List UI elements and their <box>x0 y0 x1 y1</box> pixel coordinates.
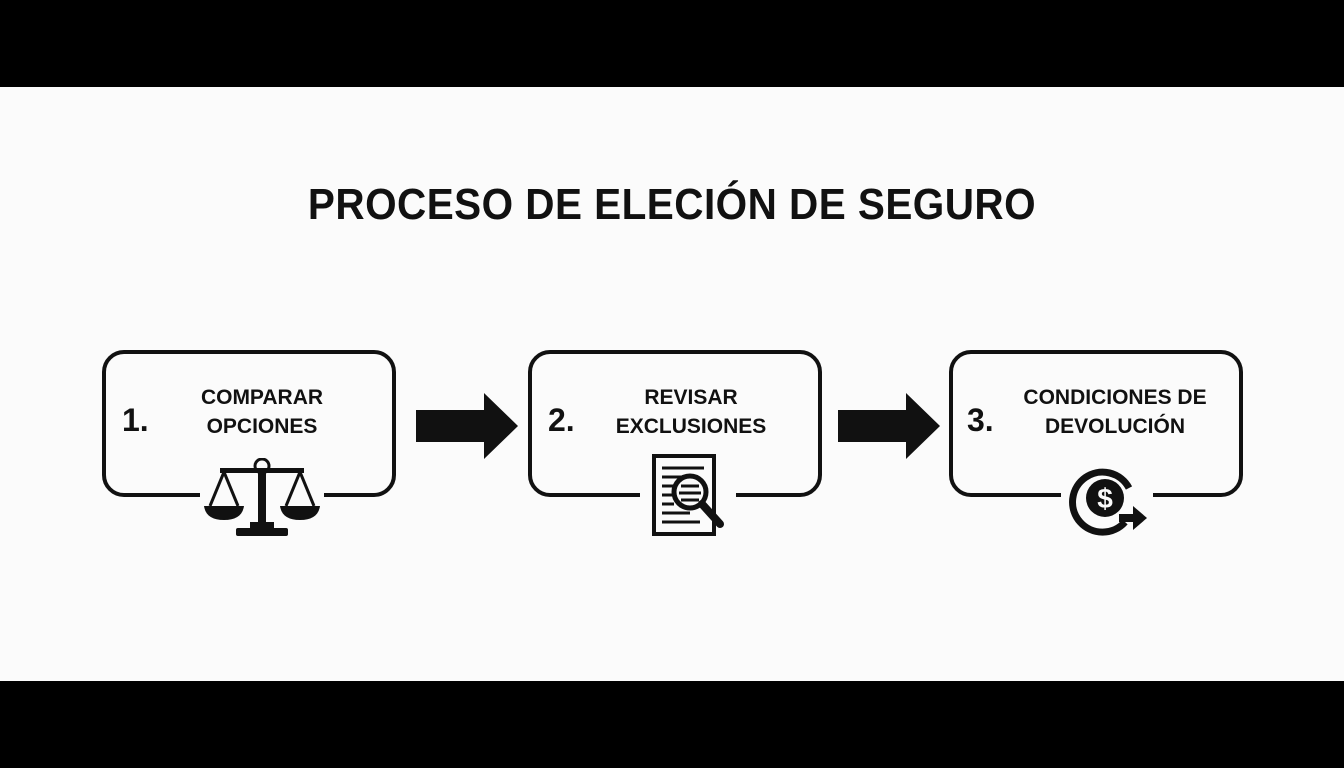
step-review-exclusions: 2. REVISAR EXCLUSIONES <box>528 350 822 542</box>
step-label-line1: REVISAR <box>644 386 738 409</box>
step-label-line2: EXCLUSIONES <box>615 415 767 438</box>
svg-text:$: $ <box>1097 483 1113 514</box>
step-label: REVISAR EXCLUSIONES <box>598 383 784 441</box>
bottom-letterbox-bar <box>0 681 1344 768</box>
step-label-line2: DEVOLUCIÓN <box>1044 415 1185 438</box>
step-number: 1. <box>122 402 149 438</box>
step-number: 2. <box>548 402 575 438</box>
step-label-line1: COMPARAR <box>200 386 324 409</box>
step-label: CONDICIONES DE DEVOLUCIÓN <box>1015 383 1215 441</box>
top-letterbox-bar <box>0 0 1344 87</box>
document-search-icon <box>640 450 736 542</box>
diagram-canvas <box>0 87 1344 681</box>
flow-arrow-2 <box>838 393 942 464</box>
scales-icon <box>200 457 324 542</box>
step-label-line1: CONDICIONES DE <box>1023 386 1207 409</box>
step-label: COMPARAR OPCIONES <box>172 383 352 441</box>
step-return-conditions: 3. CONDICIONES DE DEVOLUCIÓN $ <box>949 350 1243 540</box>
money-return-icon: $ <box>1061 460 1153 540</box>
flow-arrow-1 <box>416 393 520 464</box>
diagram-title: PROCESO DE ELECIÓN DE SEGURO <box>307 180 1037 229</box>
step-label-line2: OPCIONES <box>206 415 318 438</box>
step-number: 3. <box>967 402 994 438</box>
step-compare-options: 1. COMPARAR OPCIONES <box>102 350 396 542</box>
